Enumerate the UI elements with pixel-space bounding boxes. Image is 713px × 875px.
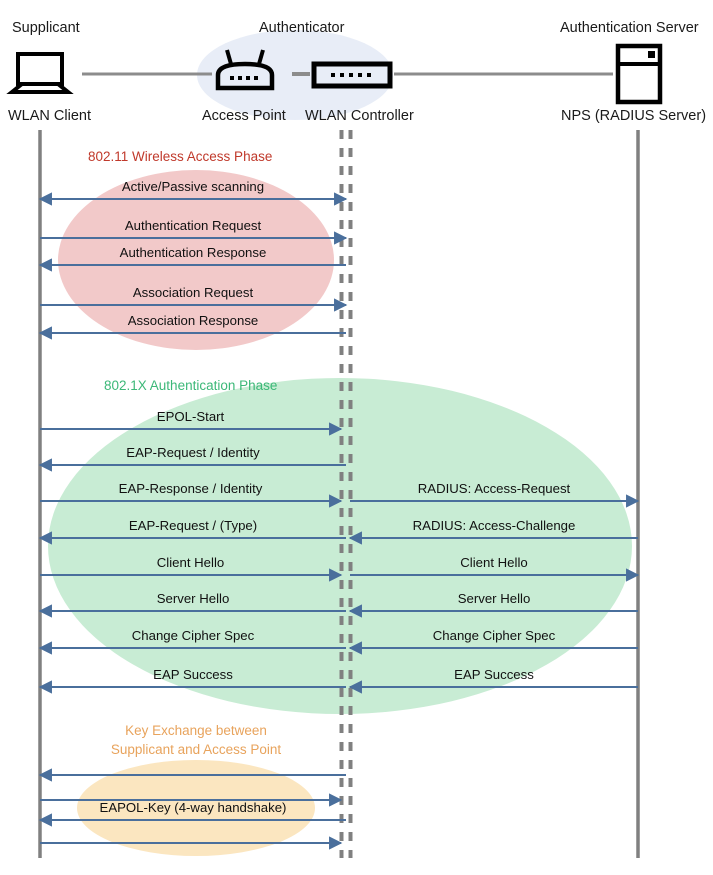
message-arrows-group (38, 192, 640, 850)
phase-label-80211: 802.11 Wireless Access Phase (88, 149, 273, 164)
wlan-controller-icon (311, 61, 393, 89)
message-label: Server Hello (457, 591, 531, 606)
message-label: EAPOL-Key (4-way handshake) (99, 800, 287, 815)
phase-ellipse-key (77, 760, 315, 856)
message-label: Server Hello (156, 591, 230, 606)
actor-role-authenticator: Authenticator (259, 20, 345, 36)
phase-label-key-exchange-line1: Key Exchange between (125, 723, 267, 738)
access-point-icon (215, 49, 275, 91)
message-label: Authentication Response (119, 245, 267, 260)
server-icon (615, 43, 663, 105)
message-label: Client Hello (156, 555, 225, 570)
actor-name-wlan-client: WLAN Client (8, 108, 91, 124)
message-label: Association Request (132, 285, 254, 300)
message-label: Client Hello (460, 555, 528, 570)
actor-role-authentication-server: Authentication Server (560, 20, 699, 36)
actor-name-nps-radius-server: NPS (RADIUS Server) (561, 108, 707, 124)
actor-name-wlan-controller: WLAN Controller (305, 108, 414, 124)
actor-name-access-point: Access Point (202, 108, 286, 124)
laptop-icon (6, 52, 74, 94)
message-label: Authentication Request (124, 218, 262, 233)
message-label: RADIUS: Access-Request (417, 481, 571, 496)
message-label: Change Cipher Spec (131, 628, 255, 643)
message-label: Change Cipher Spec (432, 628, 556, 643)
phase-label-key-exchange-line2: Supplicant and Access Point (110, 742, 282, 757)
message-label: Association Response (127, 313, 259, 328)
message-label: EPOL-Start (156, 409, 225, 424)
message-label: EAP Success (153, 667, 233, 682)
message-label: EAP Success (454, 667, 534, 682)
message-label: Active/Passive scanning (121, 179, 265, 194)
message-label: EAP-Request / Identity (126, 445, 260, 460)
phase-label-8021x: 802.1X Authentication Phase (104, 378, 278, 393)
message-label: EAP-Response / Identity (118, 481, 263, 496)
phase-label-key-exchange: Key Exchange between Supplicant and Acce… (96, 721, 296, 759)
message-label: EAP-Request / (Type) (128, 518, 258, 533)
actor-role-supplicant: Supplicant (12, 20, 80, 36)
message-label: RADIUS: Access-Challenge (412, 518, 576, 533)
